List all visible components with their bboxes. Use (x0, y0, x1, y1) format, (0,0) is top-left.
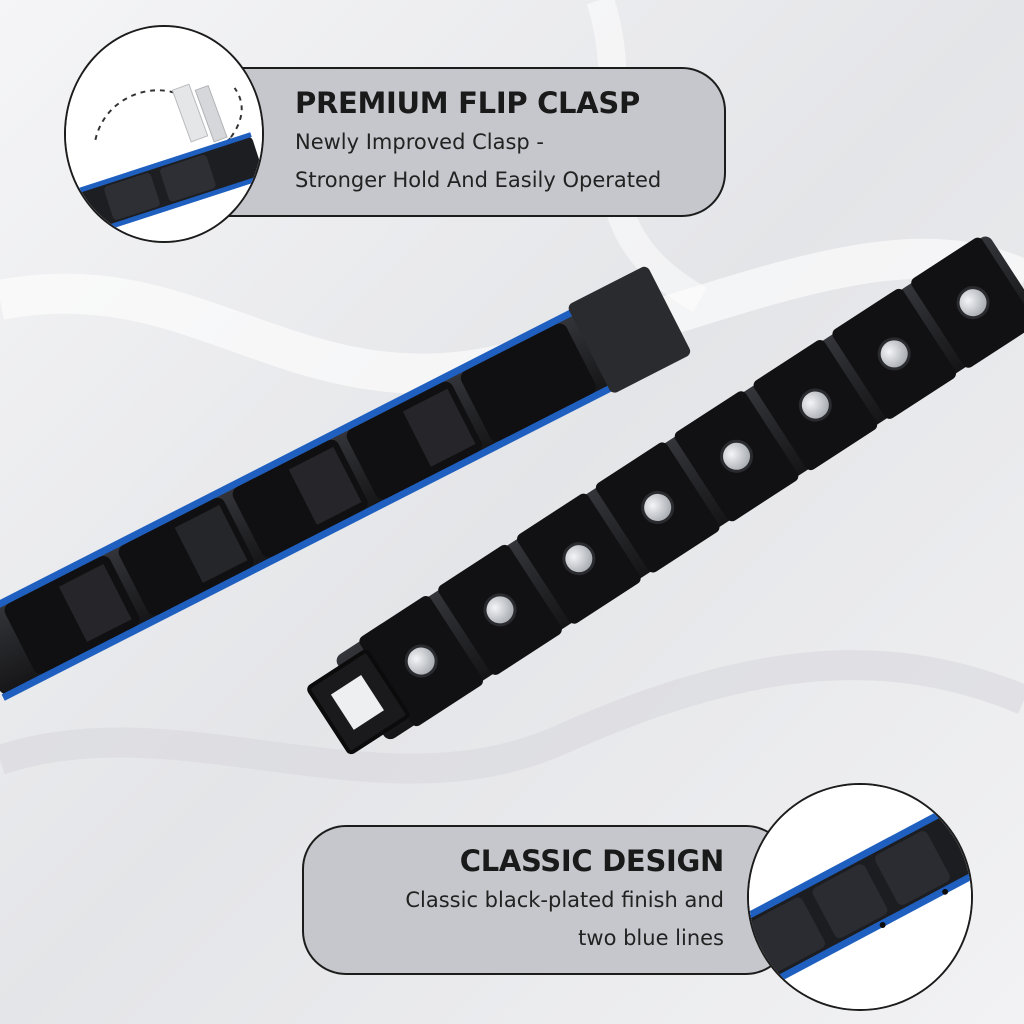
design-zoom-circle (747, 783, 973, 1011)
design-detail-image (749, 785, 971, 1009)
clasp-detail-image (66, 27, 262, 241)
clasp-title: PREMIUM FLIP CLASP (295, 86, 640, 120)
design-title: CLASSIC DESIGN (459, 844, 725, 878)
clasp-description-line1: Newly Improved Clasp - (295, 130, 544, 154)
design-callout: CLASSIC DESIGN Classic black-plated fini… (302, 825, 790, 975)
left-bracelet (0, 266, 691, 701)
clasp-zoom-circle (64, 25, 264, 243)
design-description-line1: Classic black-plated finish and (405, 888, 724, 912)
design-description-line2: two blue lines (578, 926, 724, 950)
clasp-description-line2: Stronger Hold And Easily Operated (295, 168, 662, 192)
right-bracelet (307, 236, 1024, 755)
